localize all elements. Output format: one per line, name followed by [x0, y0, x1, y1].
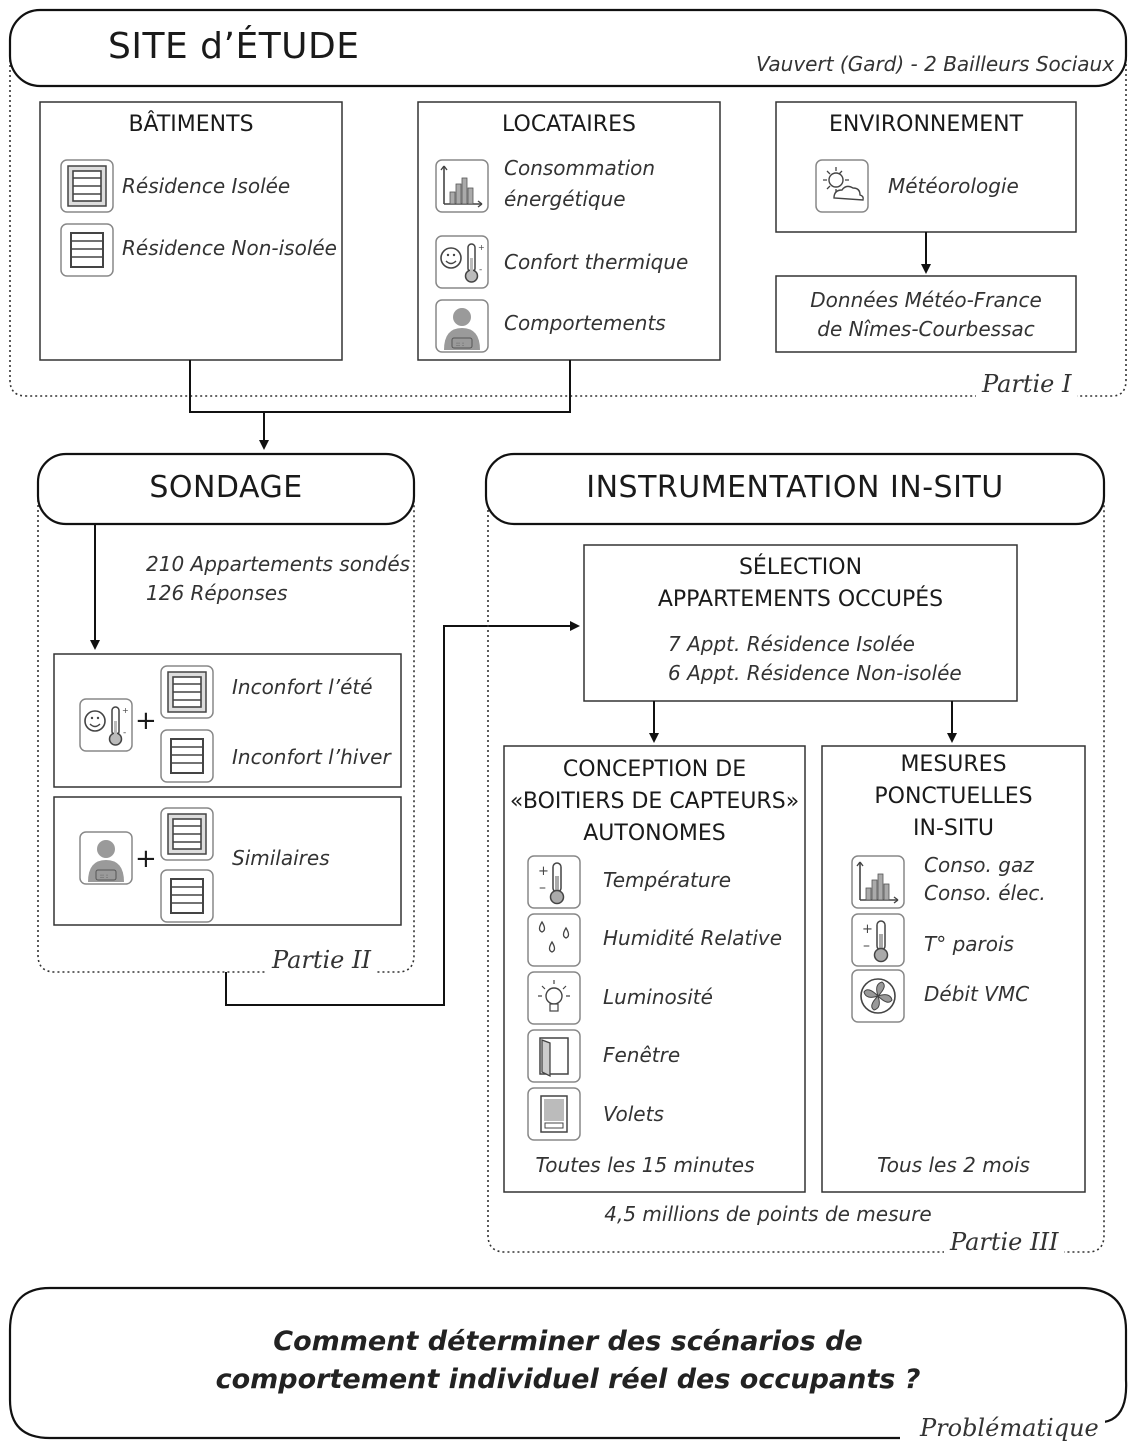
mesure-debit-vmc-label: Débit VMC [924, 982, 1030, 1006]
conception-frequency: Toutes les 15 minutes [535, 1153, 755, 1177]
partie-2-label: Partie II [266, 946, 377, 974]
meteorologie-label: Météorologie [888, 174, 1019, 198]
similaires-label: Similaires [232, 846, 330, 870]
locataire-confort-label: Confort thermique [504, 250, 689, 274]
meteo-source-line2: de Nîmes-Courbessac [817, 317, 1035, 341]
mesures-line2: PONCTUELLES [874, 784, 1033, 809]
problematique-line1: Comment déterminer des scénarios de [273, 1326, 863, 1357]
batiment-non-isolee-label: Résidence Non-isolée [122, 236, 337, 260]
batiment-isolee-label: Résidence Isolée [122, 174, 291, 198]
problematique-label: Problématique [914, 1414, 1105, 1442]
appt-non-isolee-count: 6 Appt. Résidence Non-isolée [668, 661, 962, 685]
sensor-luminosite-label: Luminosité [603, 985, 713, 1009]
plus-sign-2: + [135, 844, 157, 874]
mesure-conso-gaz-label: Conso. gaz [924, 853, 1034, 877]
conception-line1: CONCEPTION DE [562, 757, 747, 782]
conception-line2: «BOITIERS DE CAPTEURS» [509, 789, 800, 814]
meteo-source-line1: Données Météo-France [810, 288, 1042, 312]
mesure-conso-elec-label: Conso. élec. [924, 881, 1046, 905]
batiments-title: BÂTIMENTS [128, 112, 254, 137]
inconfort-hiver-label: Inconfort l’hiver [232, 745, 391, 769]
selection-line2: APPARTEMENTS OCCUPÉS [657, 587, 944, 612]
problematique-line2: comportement individuel réel des occupan… [215, 1364, 921, 1395]
mesures-line3: IN-SITU [913, 816, 994, 841]
selection-line1: SÉLECTION [738, 555, 863, 580]
locataires-title: LOCATAIRES [502, 112, 636, 137]
site-title: SITE d’ÉTUDE [108, 26, 360, 67]
environnement-title: ENVIRONNEMENT [828, 112, 1024, 137]
sensor-temperature-label: Température [603, 868, 732, 892]
mesures-frequency: Tous les 2 mois [877, 1153, 1030, 1177]
total-measure-points: 4,5 millions de points de mesure [604, 1202, 932, 1226]
sondage-stat-appartements: 210 Appartements sondés [146, 552, 411, 576]
sensor-volets-label: Volets [603, 1102, 664, 1126]
partie-3-label: Partie III [944, 1228, 1065, 1256]
inconfort-ete-label: Inconfort l’été [232, 675, 373, 699]
locataire-consommation-label: Consommation [504, 156, 656, 180]
locataire-energetique-label: énergétique [504, 187, 626, 211]
conception-line3: AUTONOMES [583, 821, 726, 846]
mesures-line1: MESURES [900, 752, 1007, 777]
locataire-comportements-label: Comportements [504, 311, 666, 335]
site-subtitle: Vauvert (Gard) - 2 Bailleurs Sociaux [756, 52, 1115, 76]
partie-1-label: Partie I [976, 370, 1078, 398]
plus-sign-1: + [135, 706, 157, 736]
sensor-fenetre-label: Fenêtre [603, 1043, 681, 1067]
site-dotted-frame [9, 50, 1127, 397]
sensor-humidite-label: Humidité Relative [603, 926, 783, 950]
sondage-stat-reponses: 126 Réponses [146, 581, 288, 605]
mesure-t-parois-label: T° parois [924, 932, 1014, 956]
appt-isolee-count: 7 Appt. Résidence Isolée [668, 632, 915, 656]
instrumentation-title: INSTRUMENTATION IN-SITU [586, 470, 1004, 505]
sondage-title: SONDAGE [149, 470, 303, 505]
site-header-frame [8, 8, 1128, 88]
